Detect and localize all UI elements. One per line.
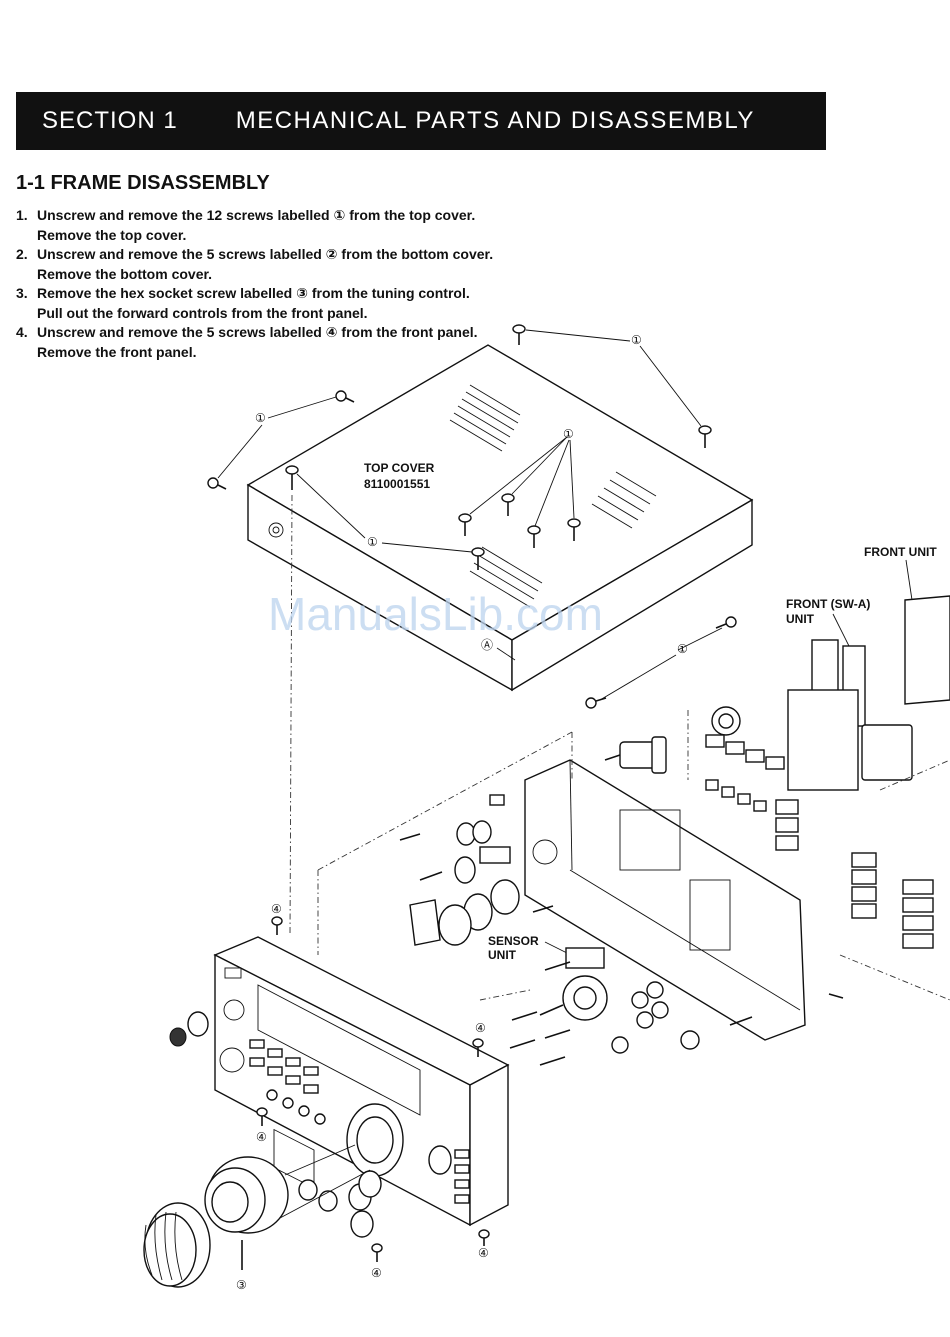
screw	[527, 525, 541, 548]
knobs	[169, 1011, 382, 1238]
front-unit-board	[705, 595, 950, 1001]
front-panel-screws	[256, 916, 490, 1262]
screw	[271, 916, 283, 935]
callout-1: ①	[367, 535, 378, 549]
step-text: Unscrew and remove the 5 screws labelled…	[37, 324, 478, 340]
sensor-unit-label: UNIT	[488, 948, 517, 962]
step-number: 3.	[16, 285, 28, 301]
leader-lines	[217, 329, 723, 701]
step-text: Unscrew and remove the 12 screws labelle…	[37, 207, 476, 223]
step-text: Pull out the forward controls from the f…	[37, 304, 368, 321]
step-number: 2.	[16, 246, 28, 262]
callout-1: ①	[677, 642, 688, 656]
top-cover-screws	[207, 324, 737, 709]
watermark: ManualsLib.com	[268, 588, 603, 640]
subsection-heading: 1-1 FRAME DISASSEMBLY	[16, 172, 270, 194]
callout-4: ④	[475, 1021, 486, 1035]
instruction-list: 1. Unscrew and remove the 12 screws labe…	[16, 206, 576, 362]
exploded-diagram: ① ① ① ① ① Ⓐ TOP COVER 8110001551 FRONT U…	[143, 324, 950, 1292]
callout-3: ③	[236, 1278, 247, 1292]
sensor-unit	[539, 947, 608, 1021]
screw	[567, 518, 581, 541]
callout-4: ④	[256, 1130, 267, 1144]
instruction-step: 2. Unscrew and remove the 5 screws label…	[16, 245, 576, 284]
callout-4: ④	[478, 1246, 489, 1260]
screw	[512, 324, 526, 345]
screw	[371, 1243, 383, 1262]
vent-slots	[449, 384, 657, 608]
step-number: 1.	[16, 207, 28, 223]
section-title: MECHANICAL PARTS AND DISASSEMBLY	[235, 107, 755, 134]
instruction-step: 1. Unscrew and remove the 12 screws labe…	[16, 206, 576, 245]
chassis-frame	[524, 759, 806, 1041]
screw	[585, 697, 607, 709]
sensor-unit-label: SENSOR	[488, 934, 539, 948]
front-panel-keys	[249, 1039, 470, 1204]
screw	[472, 1038, 484, 1057]
guide-lines	[289, 494, 689, 1001]
step-text: Unscrew and remove the 5 screws labelled…	[37, 246, 494, 262]
screw	[256, 1107, 268, 1126]
callout-4: ④	[371, 1266, 382, 1280]
front-swa-label: FRONT (SW-A)	[786, 597, 870, 611]
screw	[285, 465, 299, 490]
washers	[409, 820, 700, 1054]
callout-4: ④	[271, 902, 282, 916]
front-swa-label: UNIT	[786, 612, 815, 626]
step-number: 4.	[16, 324, 28, 340]
front-unit-label: FRONT UNIT	[864, 545, 937, 559]
screw	[715, 616, 737, 629]
screw	[698, 425, 712, 448]
front-panel	[213, 936, 510, 1227]
step-text: Remove the bottom cover.	[37, 265, 213, 282]
connectors	[479, 706, 741, 864]
tuning-knob	[143, 1144, 371, 1288]
callout-a: Ⓐ	[481, 638, 493, 652]
callout-1: ①	[631, 333, 642, 347]
top-cover	[246, 344, 754, 692]
top-cover-part-number: 8110001551	[364, 477, 430, 491]
section-banner: SECTION 1 MECHANICAL PARTS AND DISASSEMB…	[16, 92, 826, 150]
callout-1: ①	[255, 411, 266, 425]
instruction-step: 4. Unscrew and remove the 5 screws label…	[16, 323, 576, 362]
screw	[335, 390, 355, 403]
top-cover-label: TOP COVER	[364, 461, 435, 475]
step-text: Remove the top cover.	[37, 226, 187, 243]
buttons	[705, 734, 934, 949]
screw	[207, 477, 227, 490]
callout-1: ①	[563, 427, 574, 441]
chassis-screws	[399, 833, 844, 1066]
screw	[501, 493, 515, 516]
instruction-step: 3. Remove the hex socket screw labelled …	[16, 284, 576, 323]
screw	[458, 513, 472, 536]
step-text: Remove the front panel.	[37, 343, 197, 360]
section-number: SECTION 1	[42, 107, 178, 134]
step-text: Remove the hex socket screw labelled ③ f…	[37, 285, 470, 301]
screw	[478, 1229, 490, 1246]
